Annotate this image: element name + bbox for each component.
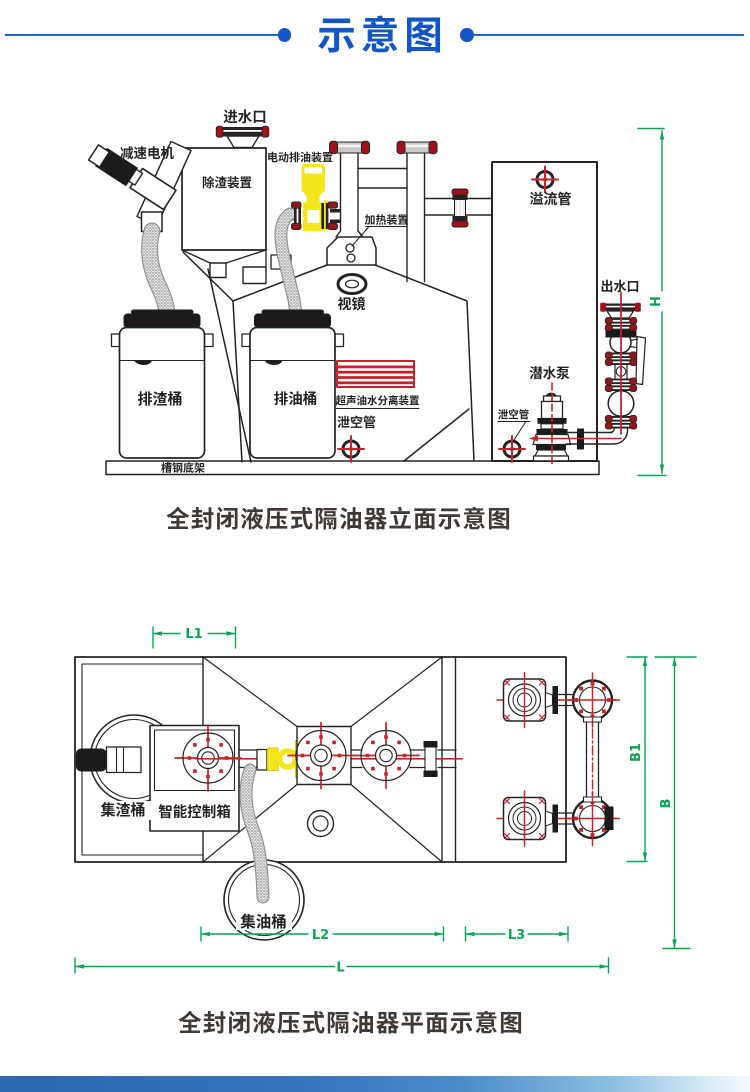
- label-gear-motor: 减速电机: [120, 142, 174, 162]
- label-water-inlet: 进水口: [223, 106, 267, 127]
- label-slag-collect-bucket: 集渣桶: [100, 799, 145, 820]
- inlet-manifold: [357, 140, 493, 283]
- deslag-tank: [181, 125, 270, 285]
- label-sight-glass: 视镜: [338, 294, 366, 314]
- label-ultrasonic-separator: 超声油水分离装置: [336, 393, 420, 408]
- header-right-dot-icon: [460, 28, 474, 42]
- pump-connect-pipe: [582, 711, 603, 807]
- heating-device: [326, 226, 408, 266]
- steel-base-frame: [105, 460, 600, 476]
- drain-marker-1: [336, 434, 366, 464]
- label-oil-collect-bucket: 集油桶: [240, 910, 287, 932]
- label-water-outlet: 出水口: [600, 276, 639, 295]
- plan-view: 集渣桶 智能控制箱 集油桶 L1 B1 B L2 L3 L: [74, 626, 697, 976]
- slag-bucket: [110, 309, 214, 459]
- submersible-pump: [529, 382, 629, 467]
- label-drain-pipe-1: 泄空管: [337, 412, 376, 431]
- label-deslag-device: 除渣装置: [202, 172, 252, 191]
- braided-hose-1: [141, 222, 176, 322]
- elevation-view: 减速电机 进水口 除渣装置 电动排油装置 加热装置 溢流管 视镜 出水口 排渣桶…: [87, 106, 667, 477]
- ultrasonic-separator: [335, 360, 420, 410]
- label-plate: [93, 801, 153, 820]
- plan-caption: 全封闭液压式隔油器平面示意图: [178, 1004, 524, 1038]
- page-title: 示意图: [317, 5, 448, 61]
- label-slag-bucket: 排渣桶: [137, 388, 182, 409]
- braided-hose-plan: [239, 763, 270, 904]
- plan-coupling: [423, 741, 438, 777]
- label-dim-l3: L3: [508, 928, 525, 943]
- electric-oil-discharge-device: [270, 164, 340, 320]
- label-dim-l2: L2: [312, 928, 329, 943]
- plan-pipeline: [195, 721, 463, 790]
- pipe-coupling: [451, 188, 469, 228]
- pump-fitting-bottom: [496, 790, 621, 847]
- header-left-line: [5, 34, 278, 37]
- dim-h: [637, 127, 667, 477]
- label-electric-oil-discharge: 电动排油装置: [267, 149, 333, 165]
- label-plate: [236, 911, 292, 930]
- header-left-dot-icon: [277, 28, 291, 42]
- slag-collect-bucket-plan: [76, 714, 179, 804]
- label-dim-l1: L1: [185, 627, 202, 642]
- smart-control-box: [149, 724, 242, 832]
- plan-dimensions: [74, 626, 697, 974]
- main-tank: [182, 251, 475, 463]
- sight-glass: [336, 273, 368, 295]
- label-steel-base: 槽钢底架: [161, 460, 205, 476]
- elevation-labels: 减速电机 进水口 除渣装置 电动排油装置 加热装置 溢流管 视镜 出水口 排渣桶…: [120, 106, 664, 476]
- label-dim-h: H: [649, 296, 664, 307]
- drain-label-leader-line: [497, 421, 531, 442]
- vent-circle: [306, 809, 335, 838]
- pump-fitting-top: [496, 671, 621, 729]
- label-heating-device: 加热装置: [365, 212, 409, 228]
- footer-gradient-bar: [0, 1076, 750, 1092]
- heater-riser-pipe: [328, 140, 371, 238]
- label-dim-b: B: [659, 799, 674, 809]
- label-drain-pipe-2: 泄空管: [498, 407, 530, 422]
- oil-bucket: [241, 309, 345, 459]
- header-right-line: [474, 34, 744, 37]
- gear-motor-assembly: [87, 140, 192, 233]
- label-smart-control-box: 智能控制箱: [158, 801, 231, 822]
- label-dim-b1: B1: [629, 743, 644, 762]
- label-submersible-pump: 潜水泵: [529, 362, 570, 382]
- elevation-caption: 全封闭液压式隔油器立面示意图: [166, 500, 512, 534]
- label-oil-bucket: 排油桶: [274, 388, 318, 409]
- plan-labels: 集渣桶 智能控制箱 集油桶 L1 B1 B L2 L3 L: [93, 627, 674, 976]
- label-dim-l: L: [336, 961, 344, 976]
- outlet-column: [600, 291, 647, 435]
- label-overflow-pipe: 溢流管: [530, 189, 572, 209]
